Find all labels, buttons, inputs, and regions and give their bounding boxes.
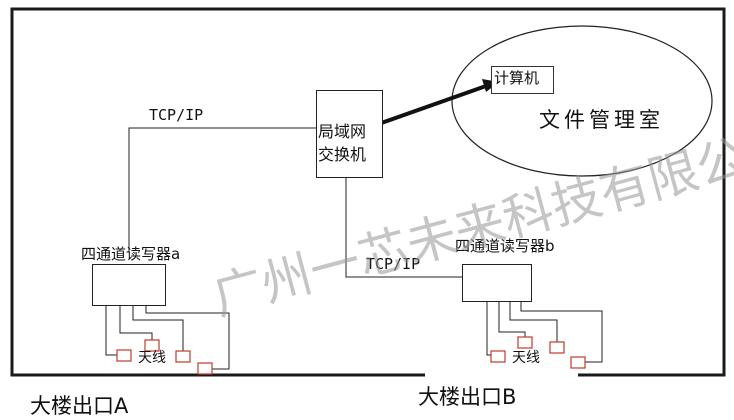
antenna-icon (517, 336, 533, 349)
reader-b-box (462, 264, 532, 302)
exit-a-label: 大楼出口A (30, 394, 129, 418)
switch-label-line2: 交换机 (318, 145, 367, 164)
reader-a-label: 四通道读写器a (81, 245, 181, 263)
switch-label-line1: 局域网 (318, 122, 367, 141)
antenna-icon (175, 350, 191, 363)
antenna-icon (197, 362, 213, 375)
antenna-wiring-a (105, 305, 230, 370)
file-room-ellipse (451, 25, 713, 177)
lan-switch-box (316, 90, 383, 178)
antenna-icon (116, 349, 132, 362)
antenna-icon (549, 341, 565, 354)
antenna-b-label: 天线 (512, 350, 540, 366)
reader-b-label: 四通道读写器b (455, 237, 555, 255)
antennas-b (490, 336, 586, 369)
computer-box (491, 66, 554, 94)
antenna-icon (490, 350, 506, 363)
link-switch-reader-b (345, 178, 462, 278)
antenna-wiring-b (486, 301, 603, 363)
exit-b-label: 大楼出口B (418, 385, 517, 409)
antennas-a (116, 339, 213, 375)
computer-label: 计算机 (494, 69, 540, 87)
building-wall (10, 7, 726, 377)
antenna-a-label: 天线 (138, 350, 166, 366)
file-room-label: 文件管理室 (539, 108, 664, 132)
antenna-icon (570, 356, 586, 369)
link-switch-reader-a (128, 127, 316, 252)
reader-a-box (92, 264, 166, 306)
antenna-icon (144, 339, 160, 352)
tcpip-label-right: TCP/IP (366, 255, 421, 273)
tcpip-label-left: TCP/IP (149, 106, 204, 124)
